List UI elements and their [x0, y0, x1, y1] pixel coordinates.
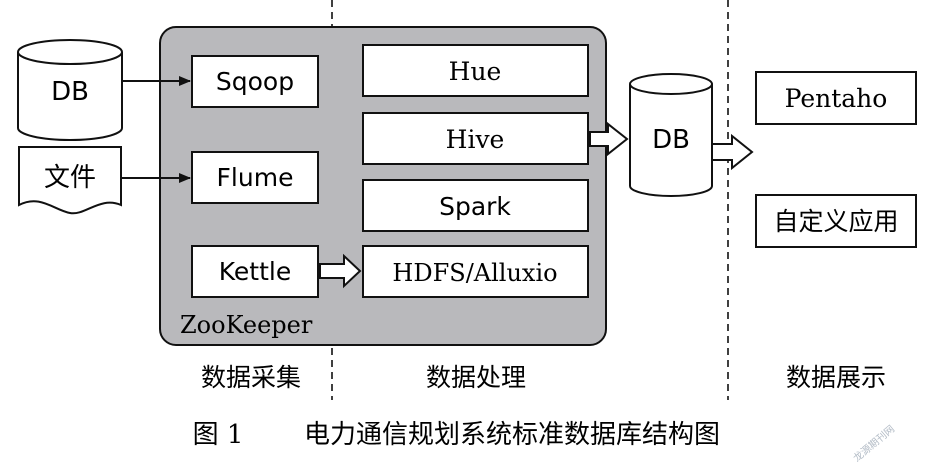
- hdfs-label: HDFS/Alluxio: [392, 259, 557, 287]
- arrow-hive-to-db: [589, 121, 629, 157]
- kettle-label: Kettle: [219, 257, 291, 286]
- custom-app-label: 自定义应用: [773, 207, 898, 236]
- custom-app-box: [755, 194, 917, 248]
- spark-box: [362, 179, 589, 232]
- source-file-document: [18, 146, 122, 215]
- pentaho-box: [755, 71, 917, 125]
- hive-label: Hive: [446, 125, 505, 154]
- section-label-processing: 数据处理: [426, 363, 526, 392]
- pentaho-label: Pentaho: [785, 84, 888, 113]
- hive-box: [362, 112, 589, 165]
- storage-db-label: DB: [652, 125, 690, 155]
- caption-figure-number: 图 1: [193, 420, 244, 450]
- kettle-box: [191, 245, 319, 298]
- spark-label: Spark: [439, 192, 511, 221]
- hdfs-box: [362, 245, 589, 298]
- flume-label: Flume: [217, 163, 294, 192]
- sqoop-label: Sqoop: [216, 67, 294, 96]
- zookeeper-label: ZooKeeper: [180, 311, 313, 339]
- sqoop-box: [191, 55, 319, 108]
- flume-box: [191, 151, 319, 204]
- section-label-collection: 数据采集: [201, 363, 301, 392]
- watermark: 龙源期刊网: [850, 422, 897, 463]
- source-db-label: DB: [51, 77, 89, 107]
- hue-box: [362, 44, 589, 97]
- section-label-display: 数据展示: [786, 363, 886, 392]
- source-file-label: 文件: [44, 163, 96, 193]
- caption-title: 电力通信规划系统标准数据库结构图: [304, 420, 720, 450]
- source-db-cylinder: [17, 39, 123, 141]
- arrow-kettle-to-hdfs: [319, 253, 362, 289]
- hue-label: Hue: [449, 57, 502, 86]
- arrow-db-to-display: [711, 133, 754, 171]
- storage-db-cylinder: [629, 73, 713, 197]
